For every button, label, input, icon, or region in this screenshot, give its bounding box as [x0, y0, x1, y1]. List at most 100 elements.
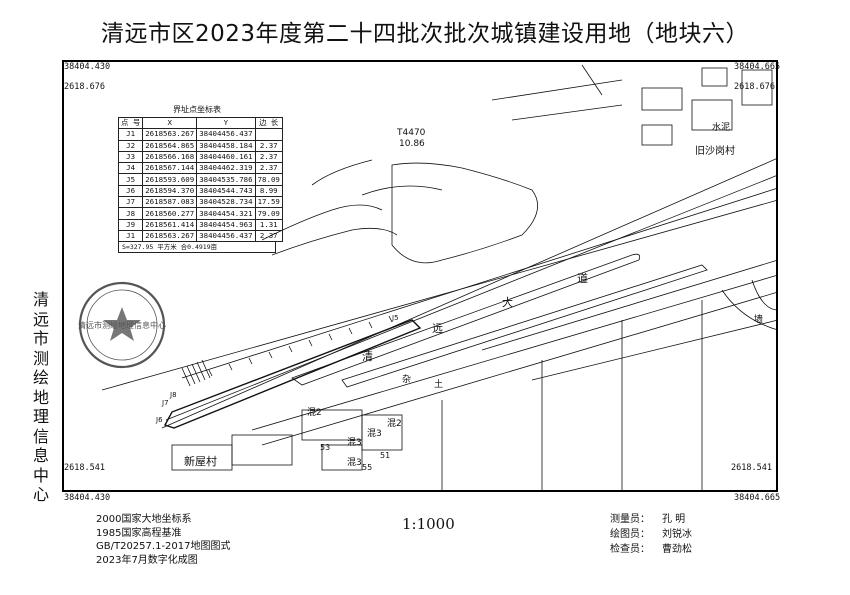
footer-line: 1985国家高程基准: [96, 527, 182, 539]
num-label: 51: [380, 451, 390, 460]
road-char-3: 大: [502, 295, 513, 309]
table-cell-len: [254, 128, 283, 141]
village-new-label: 新屋村: [184, 454, 217, 468]
stamp-text: 清远市测绘地理信息中心: [78, 320, 166, 330]
survey-staff: 测量员：孔 明 绘图员：刘锐冰 检查员：曹劲松: [610, 512, 692, 557]
building: [361, 414, 403, 451]
point-label: J5: [391, 314, 399, 322]
table-cell-x: 2618567.144: [142, 162, 198, 175]
corner-bl-y: 2618.541: [64, 463, 105, 473]
col-header: 边 长: [254, 116, 283, 130]
table-cell-y: 38404456.437: [196, 128, 256, 141]
table-cell-id: J3: [117, 150, 144, 164]
field-boundary: [441, 259, 778, 492]
embankment-ticks: [181, 359, 211, 387]
surveyor-label: 测量员：: [610, 514, 650, 525]
parcel-id: T4470: [396, 128, 426, 138]
table-cell-x: 2618563.267: [142, 128, 198, 141]
table-cell-len: 78.09: [254, 173, 283, 186]
table-cell-y: 38404462.319: [196, 162, 256, 175]
table-cell-y: 38404544.743: [196, 184, 256, 198]
building: [321, 444, 363, 471]
table-cell-id: J1: [117, 128, 144, 141]
table-cell-id: J9: [117, 218, 144, 231]
cement-label: 水泥: [712, 121, 730, 133]
corner-br-y: 2618.541: [731, 463, 772, 473]
embankment-ticks: [208, 315, 393, 377]
drafter-name: 刘锐冰: [662, 529, 692, 540]
mixed-label: 混2: [307, 407, 322, 418]
corner-bl-x: 38404.430: [64, 493, 111, 503]
road-char-4: 道: [577, 271, 588, 285]
median-strip: [341, 264, 708, 388]
official-stamp: [78, 281, 166, 369]
road-edge: [181, 187, 778, 379]
corner-tr-x: 38404.665: [734, 62, 781, 72]
num-label: 55: [362, 463, 372, 472]
col-header: X: [142, 116, 198, 130]
table-cell-len: 17.59: [254, 196, 283, 209]
table-cell-y: 38404528.734: [196, 196, 256, 209]
table-cell-x: 2618560.277: [142, 207, 198, 220]
table-cell-y: 38404460.161: [196, 150, 256, 164]
map-scale: 1:1000: [402, 515, 455, 533]
corner-br-x: 38404.665: [734, 493, 781, 503]
road-edge: [165, 174, 778, 421]
num-label: 53: [320, 443, 330, 452]
table-cell-x: 2618594.370: [142, 184, 198, 198]
parcel-value: 10.86: [399, 139, 425, 149]
table-cell-len: 2.37: [254, 229, 283, 243]
misc-label: 杂: [402, 374, 411, 385]
road-edge: [261, 291, 778, 446]
table-cell-len: 1.31: [254, 218, 283, 231]
table-cell-id: J4: [117, 162, 144, 175]
mixed-label: 混3: [367, 428, 382, 439]
table-cell-x: 2618561.414: [142, 218, 198, 231]
point-label: J6: [155, 416, 163, 424]
map-title: 清远市区2023年度第二十四批次批次城镇建设用地（地块六）: [100, 21, 750, 47]
road-edge: [251, 274, 778, 431]
table-cell-y: 38404456.437: [196, 229, 256, 243]
table-cell-len: 79.09: [254, 207, 283, 220]
table-cell-y: 38404535.786: [196, 173, 256, 186]
checker-name: 曹劲松: [662, 544, 692, 555]
building: [641, 87, 683, 111]
table-cell-id: J1: [117, 229, 144, 243]
village-old-label: 旧沙岗村: [695, 144, 735, 157]
contour: [491, 64, 623, 121]
road-edge: [101, 199, 778, 391]
table-cell-id: J7: [117, 196, 144, 209]
road-char-2: 远: [432, 322, 443, 335]
footer-line: GB/T20257.1-2017地图图式: [96, 541, 231, 552]
building: [691, 99, 733, 131]
footer-line: 2000国家大地坐标系: [96, 514, 192, 525]
mixed-label: 混2: [387, 418, 402, 429]
table-cell-len: 2.37: [254, 139, 283, 152]
table-cell-x: 2618587.083: [142, 196, 198, 209]
col-header: Y: [196, 116, 256, 130]
mixed-label: 混3: [347, 457, 362, 468]
misc-label: 土: [434, 378, 443, 390]
table-cell-id: J5: [117, 173, 144, 186]
checker-label: 检查员：: [610, 544, 650, 555]
parcel-boundary: [163, 319, 422, 429]
contour: [261, 204, 383, 241]
point-label: J7: [161, 399, 169, 407]
side-organization-label: 清远市测绘地理信息中心: [32, 290, 49, 504]
table-cell-id: J6: [117, 184, 144, 198]
building: [641, 124, 673, 146]
map-drawing[interactable]: T4470 10.86 旧沙岗村 新屋村 清 远 大 道 混3 混2 混3 混2…: [62, 60, 778, 492]
coordinate-table-title: 界址点坐标表: [173, 105, 221, 114]
contour: [271, 227, 398, 256]
road-char-1: 清: [362, 350, 373, 363]
building: [741, 69, 773, 106]
